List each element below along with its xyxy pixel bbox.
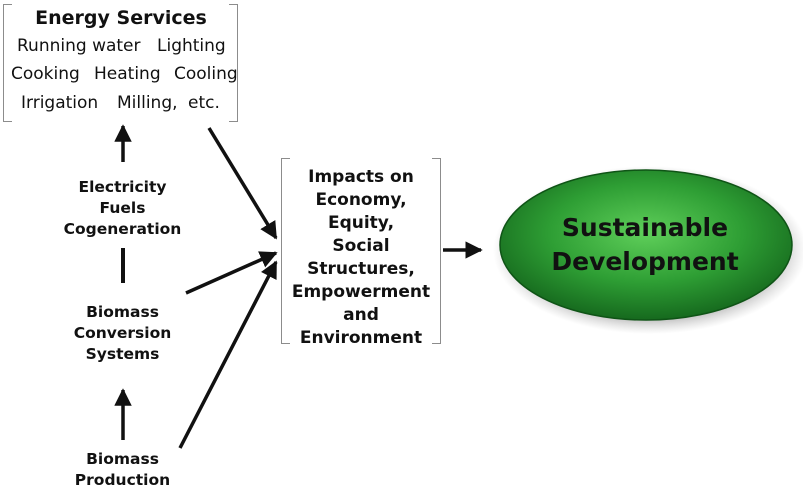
arrow-services-to-impacts	[207, 127, 278, 240]
service-etc: etc.	[188, 93, 220, 113]
impacts-line: Environment	[299, 328, 423, 348]
impacts-line: and	[343, 305, 379, 325]
fuels-node: Electricity Fuels Cogeneration	[40, 177, 205, 240]
impacts-text: Impacts on Economy, Equity, Social Struc…	[276, 166, 446, 350]
impacts-bracket-left	[281, 158, 290, 344]
fuels-line: Fuels	[99, 199, 146, 217]
service-cooking: Cooking	[11, 64, 80, 84]
arrow-production-to-impacts	[178, 260, 278, 449]
impacts-bracket-right	[432, 158, 441, 344]
service-milling: Milling,	[117, 93, 178, 113]
energy-services-bracket-right	[229, 4, 238, 122]
fuels-line: Electricity	[78, 178, 167, 196]
sd-line: Development	[551, 247, 739, 276]
fuels-line: Cogeneration	[63, 220, 182, 238]
service-heating: Heating	[94, 64, 161, 84]
energy-services-bracket-left	[3, 4, 12, 122]
impacts-line: Economy,	[315, 190, 407, 210]
sd-ellipse	[499, 169, 793, 321]
production-line: Biomass	[86, 450, 159, 468]
conversion-node: Biomass Conversion Systems	[40, 302, 205, 365]
service-running-water: Running water	[17, 36, 141, 56]
energy-services-title: Energy Services	[35, 7, 207, 29]
impacts-line: Social Structures,	[307, 236, 415, 279]
conversion-line: Biomass	[86, 303, 159, 321]
arrow-conversion-to-impacts	[185, 251, 278, 295]
production-node: Biomass Production	[40, 449, 205, 491]
sd-line: Sustainable	[561, 213, 729, 242]
sd-label: Sustainable Development	[550, 211, 740, 279]
service-irrigation: Irrigation	[21, 93, 99, 113]
service-lighting: Lighting	[157, 36, 226, 56]
impacts-line: Impacts on	[308, 167, 414, 187]
production-line: Production	[74, 471, 171, 489]
service-cooling: Cooling	[174, 64, 238, 84]
impacts-line: Equity,	[327, 213, 395, 233]
impacts-line: Empowerment	[291, 282, 431, 302]
conversion-line: Conversion	[73, 324, 172, 342]
conversion-line: Systems	[85, 345, 160, 363]
